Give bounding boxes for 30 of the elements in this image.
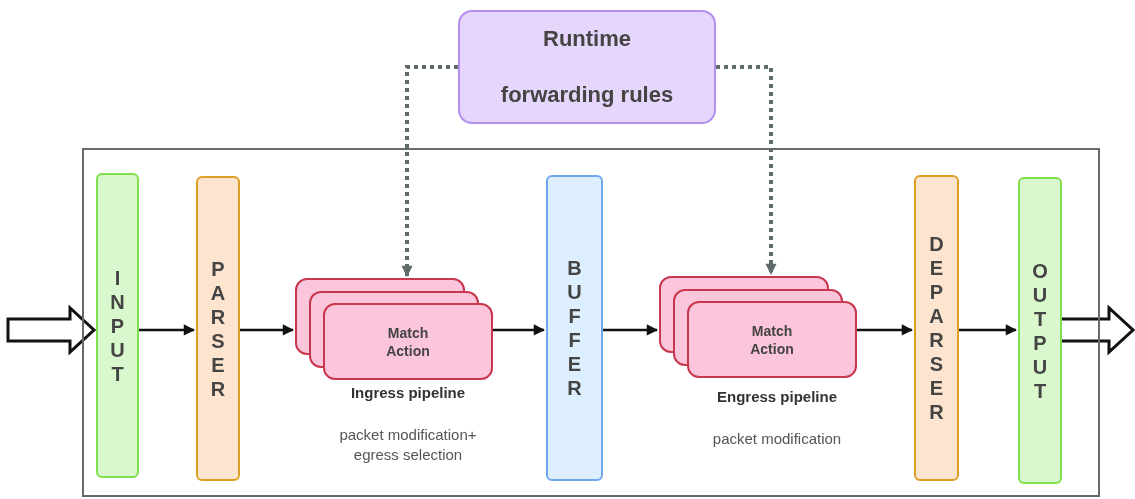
switch-frame: [82, 148, 1100, 497]
stage-label: DEPARSER: [928, 232, 945, 424]
stage-bar: [96, 173, 139, 478]
stage-note: packet modification: [711, 429, 843, 449]
box-label: Runtime forwarding rules: [499, 25, 675, 109]
match-action-stack: [659, 276, 857, 377]
stage-caption: Engress pipeline: [715, 387, 838, 407]
stage-bar: [1018, 177, 1062, 484]
stage-label: OUTPUT: [1032, 258, 1048, 403]
rules-box: [458, 10, 716, 124]
arrow: [957, 324, 1017, 336]
stage-bar: [914, 175, 959, 481]
card-label: Match Action: [749, 321, 795, 358]
dotted-arrow: [401, 65, 458, 277]
arrow: [137, 324, 195, 336]
match-action-stack: [295, 278, 493, 380]
stage-label: INPUT: [109, 265, 126, 386]
block-arrow: [6, 304, 97, 356]
arrow: [601, 324, 658, 336]
card-label: Match Action: [385, 323, 431, 360]
stage-bar: [196, 176, 240, 481]
arrow: [855, 324, 913, 336]
stage-label: PARSER: [210, 256, 226, 401]
stage-label: BUFFER: [566, 256, 583, 400]
stage-note: packet modification+ egress selection: [338, 425, 478, 465]
stage-caption: Ingress pipeline: [349, 383, 467, 403]
arrow: [238, 324, 294, 336]
arrow: [491, 324, 545, 336]
stage-bar: [546, 175, 603, 481]
dotted-arrow: [716, 65, 777, 275]
